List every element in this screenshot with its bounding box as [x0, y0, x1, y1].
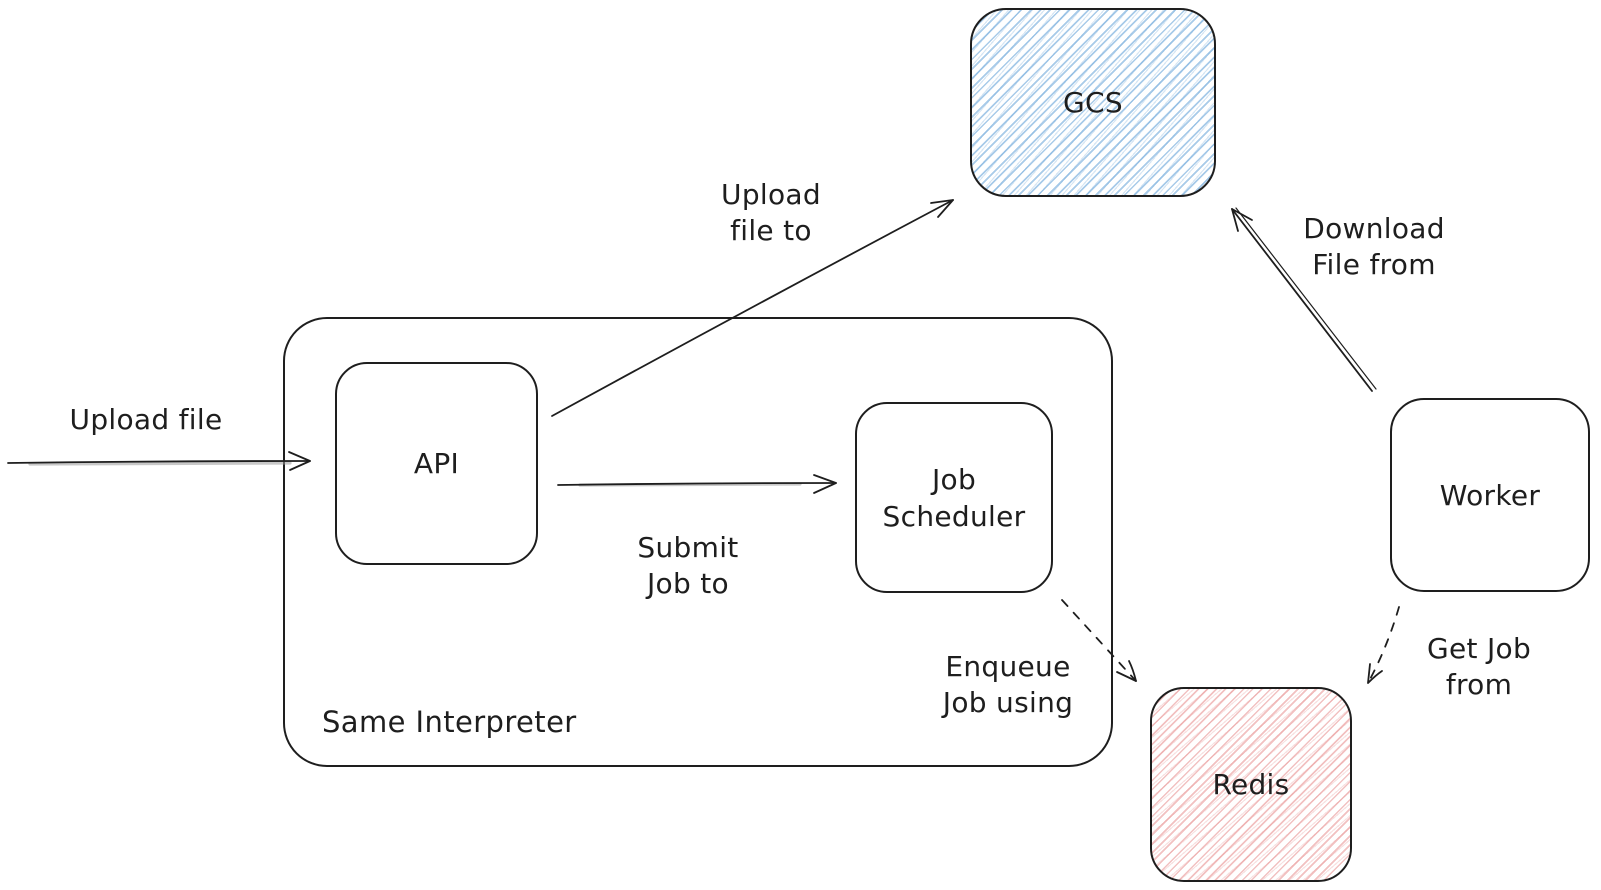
node-job-scheduler-label: Job Scheduler	[882, 462, 1026, 533]
edge-submit-job-arrowhead	[813, 474, 837, 494]
edge-enqueue-job[interactable]	[1061, 599, 1137, 682]
edge-label-get-job: Get Job from	[1426, 632, 1532, 701]
edge-label-enqueue-job: Enqueue Job using	[942, 650, 1074, 719]
node-job-scheduler[interactable]: Job Scheduler	[855, 402, 1053, 593]
group-same-interpreter-label: Same Interpreter	[322, 705, 577, 739]
edge-download-file-sketch	[1235, 207, 1377, 390]
node-redis[interactable]: Redis	[1150, 687, 1352, 882]
edge-label-download-file: Download File from	[1303, 212, 1445, 281]
edge-upload-file[interactable]	[7, 460, 311, 464]
node-redis-label: Redis	[1212, 768, 1290, 801]
node-gcs[interactable]: GCS	[970, 8, 1216, 197]
edge-get-job-arrowhead	[1367, 663, 1383, 684]
edge-upload-file-to-arrowhead	[930, 199, 954, 218]
node-gcs-label: GCS	[1063, 86, 1123, 119]
node-api[interactable]: API	[335, 362, 538, 565]
node-worker-label: Worker	[1439, 478, 1541, 512]
edge-get-job[interactable]	[1367, 606, 1400, 684]
edge-upload-file-to[interactable]	[551, 199, 954, 417]
edge-upload-file-arrowhead	[288, 451, 311, 471]
node-worker[interactable]: Worker	[1390, 398, 1590, 592]
edge-enqueue-job-arrowhead	[1116, 660, 1137, 682]
edge-submit-job[interactable]	[557, 482, 837, 486]
edge-upload-file-ghost	[28, 461, 292, 466]
node-api-label: API	[413, 447, 460, 480]
edge-download-file-arrowhead	[1231, 208, 1253, 232]
edge-label-upload-file-to: Upload file to	[721, 178, 821, 247]
edge-label-upload-file: Upload file	[69, 403, 223, 436]
edge-download-file[interactable]	[1231, 208, 1373, 392]
edge-label-submit-job: Submit Job to	[637, 531, 739, 600]
group-same-interpreter[interactable]	[283, 317, 1113, 767]
